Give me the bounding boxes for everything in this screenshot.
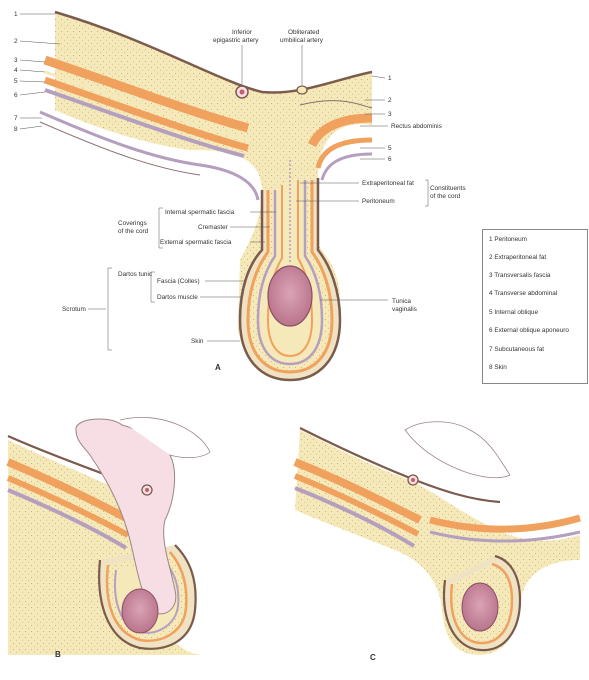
- right-number-2: 2: [388, 97, 392, 104]
- inferior-epigastric-label-1: Inferior: [232, 29, 253, 36]
- fascia-colles-label: Fascia (Colles): [157, 278, 200, 285]
- panel-a-left-numbers: 1 2 3 4 5 6 7 8: [14, 11, 60, 133]
- panel-c-illustration: C: [295, 422, 580, 662]
- inferior-epigastric-label-2: epigastric artery: [213, 37, 259, 44]
- skin-label: Skin: [191, 338, 204, 345]
- panel-a-illustration: [40, 12, 372, 380]
- panel-c-letter: C: [370, 653, 376, 662]
- panel-b-letter: B: [55, 650, 61, 659]
- tunica-vaginalis-label-2: vaginalis: [392, 306, 417, 313]
- left-number-8: 8: [14, 126, 18, 133]
- right-number-1: 1: [388, 75, 392, 82]
- left-number-6: 6: [14, 92, 18, 99]
- legend-item-7: 7 Subcutaneous fat: [489, 346, 544, 353]
- left-number-3: 3: [14, 57, 18, 64]
- coverings-label-2: of the cord: [118, 228, 149, 235]
- legend-item-2: 2 Extraperitoneal fat: [489, 254, 546, 261]
- scrotum-label: Scrotum: [62, 306, 86, 313]
- legend-item-6: 6 External oblique aponeuro: [489, 327, 569, 334]
- left-number-2: 2: [14, 38, 18, 45]
- left-number-7: 7: [14, 115, 18, 122]
- right-number-3: 3: [388, 111, 392, 118]
- tunica-vaginalis-label-1: Tunica: [392, 298, 411, 305]
- dartos-muscle-label: Dartos muscle: [157, 294, 198, 301]
- legend-item-4: 4 Transverse abdominal: [489, 290, 557, 297]
- constituents-label-1: Constituents: [430, 185, 466, 192]
- rectus-abdominis-label: Rectus abdominis: [391, 123, 442, 130]
- obliterated-umbilical-label-1: Obliterated: [288, 29, 320, 36]
- legend-item-8: 8 Skin: [489, 364, 507, 371]
- legend-item-5: 5 Internal oblique: [489, 309, 538, 316]
- right-number-5: 5: [388, 145, 392, 152]
- right-number-6: 6: [388, 156, 392, 163]
- cremaster-label: Cremaster: [198, 224, 229, 231]
- external-spermatic-fascia-label: External spermatic fascia: [160, 239, 232, 246]
- panel-a-letter: A: [215, 363, 221, 372]
- extraperitoneal-fat-label: Extraperitoneal fat: [362, 180, 414, 187]
- panel-b-illustration: B: [8, 417, 210, 659]
- obliterated-umbilical-label-2: umbilical artery: [280, 37, 324, 44]
- left-number-1: 1: [14, 11, 18, 18]
- constituents-label-2: of the cord: [430, 193, 461, 200]
- peritoneum-label: Peritoneum: [362, 198, 395, 205]
- dartos-tunic-label: Dartos tunic: [118, 271, 153, 278]
- legend-item-1: 1 Peritoneum: [489, 236, 527, 243]
- coverings-label-1: Coverings: [118, 220, 147, 227]
- internal-spermatic-fascia-label: Internal spermatic fascia: [165, 209, 235, 216]
- legend: 1 Peritoneum 2 Extraperitoneal fat 3 Tra…: [482, 229, 588, 384]
- left-number-4: 4: [14, 67, 18, 74]
- legend-item-3: 3 Transversalis fascia: [489, 272, 550, 279]
- left-number-5: 5: [14, 78, 18, 85]
